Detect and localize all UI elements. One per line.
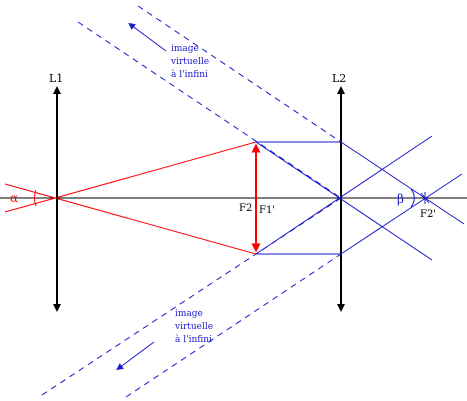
focus2-prime-label: F2' [420,209,436,220]
alpha-label: α [10,191,18,205]
bottom-annotation-line-1: image [175,309,203,319]
bottom-annotation-line-2: virtuelle [174,322,213,332]
focus1-prime-label: F1' [259,205,275,216]
incident-ray-2 [4,141,257,213]
incident-ray-1 [4,183,257,255]
focus2-label: F2 [239,203,252,214]
beta-angle-arc [410,188,415,208]
top-annotation-line-1: image [171,44,199,54]
virtual-direction-arrow-top [128,22,167,52]
top-annotation-line-3: à l'infini [171,69,208,80]
virtual-ray-bottom-2 [125,253,342,398]
alpha-angle-arc [34,189,37,207]
emergent-ray-top [340,141,465,225]
beta-label: β [397,192,404,206]
virtual-ray-top-1 [77,21,342,199]
lens-l2-label: L2 [332,72,346,85]
virtual-ray-top-2 [137,5,342,143]
top-annotation-line-2: virtuelle [170,57,209,67]
emergent-ray-bottom [340,173,463,255]
virtual-direction-arrow-bottom [116,341,155,371]
bottom-annotation-line-3: à l'infini [175,334,212,345]
virtual-ray-bottom-1 [41,197,342,396]
emergent-ray-center-2 [255,141,433,261]
lens-l1-label: L1 [49,72,63,85]
